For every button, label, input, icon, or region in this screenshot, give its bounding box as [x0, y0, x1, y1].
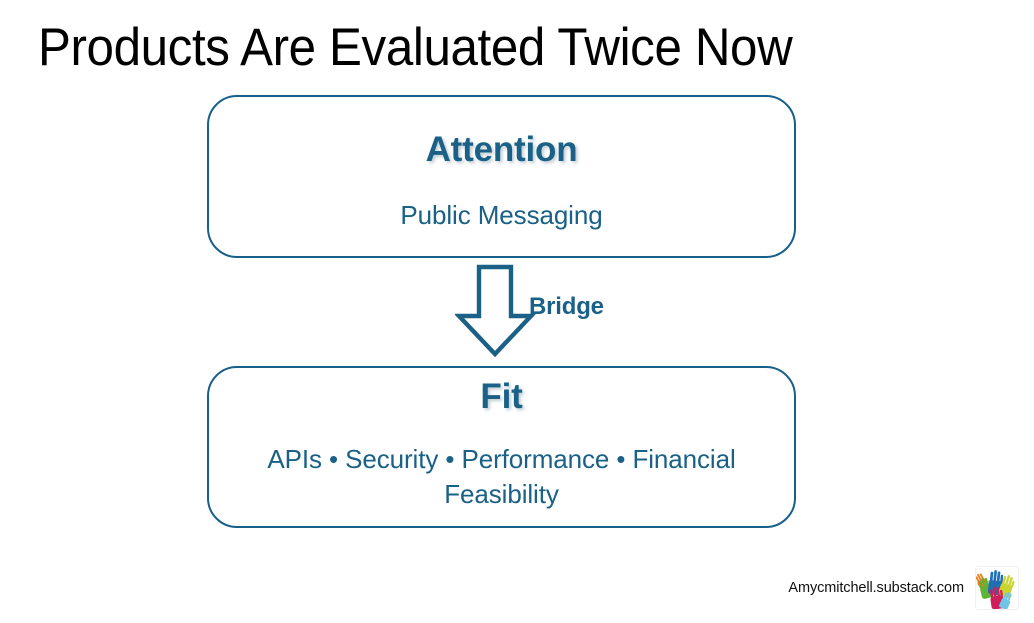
down-arrow-icon [455, 264, 537, 358]
page-title: Products Are Evaluated Twice Now [38, 18, 793, 77]
stage-heading-attention: Attention [425, 130, 578, 169]
stage-heading-fit: Fit [480, 377, 523, 416]
stage-detail-fit: APIs • Security • Performance • Financia… [267, 444, 736, 509]
footer-url[interactable]: Amycmitchell.substack.com [788, 580, 964, 596]
bridge-label: Bridge [529, 293, 604, 320]
stage-box-attention: Attention Public Messaging [207, 95, 796, 258]
footer: Amycmitchell.substack.com [788, 567, 1018, 609]
bridge-connector: Bridge [455, 264, 655, 360]
stage-box-fit: Fit APIs • Security • Performance • Fina… [207, 366, 796, 528]
stage-detail-attention: Public Messaging [400, 200, 603, 230]
hands-logo [976, 567, 1018, 609]
